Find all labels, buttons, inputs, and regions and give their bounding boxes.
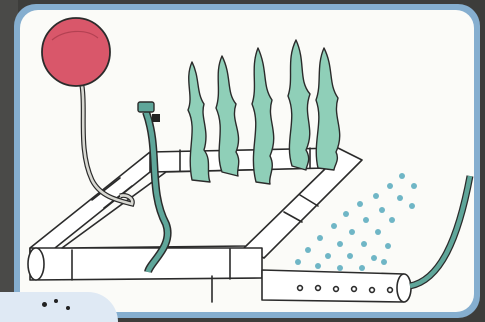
corner-dot [66, 306, 70, 310]
corner-card [0, 292, 118, 322]
sketch-svg [20, 10, 474, 312]
corner-dot [54, 299, 58, 303]
frame-front-rail [28, 248, 262, 280]
air-pump-ball [42, 18, 110, 86]
right-hose-outline [410, 176, 470, 286]
hose-nozzle [138, 102, 154, 112]
illustration-card [20, 10, 474, 312]
hose-valve [152, 114, 160, 122]
corner-dot [42, 302, 47, 307]
